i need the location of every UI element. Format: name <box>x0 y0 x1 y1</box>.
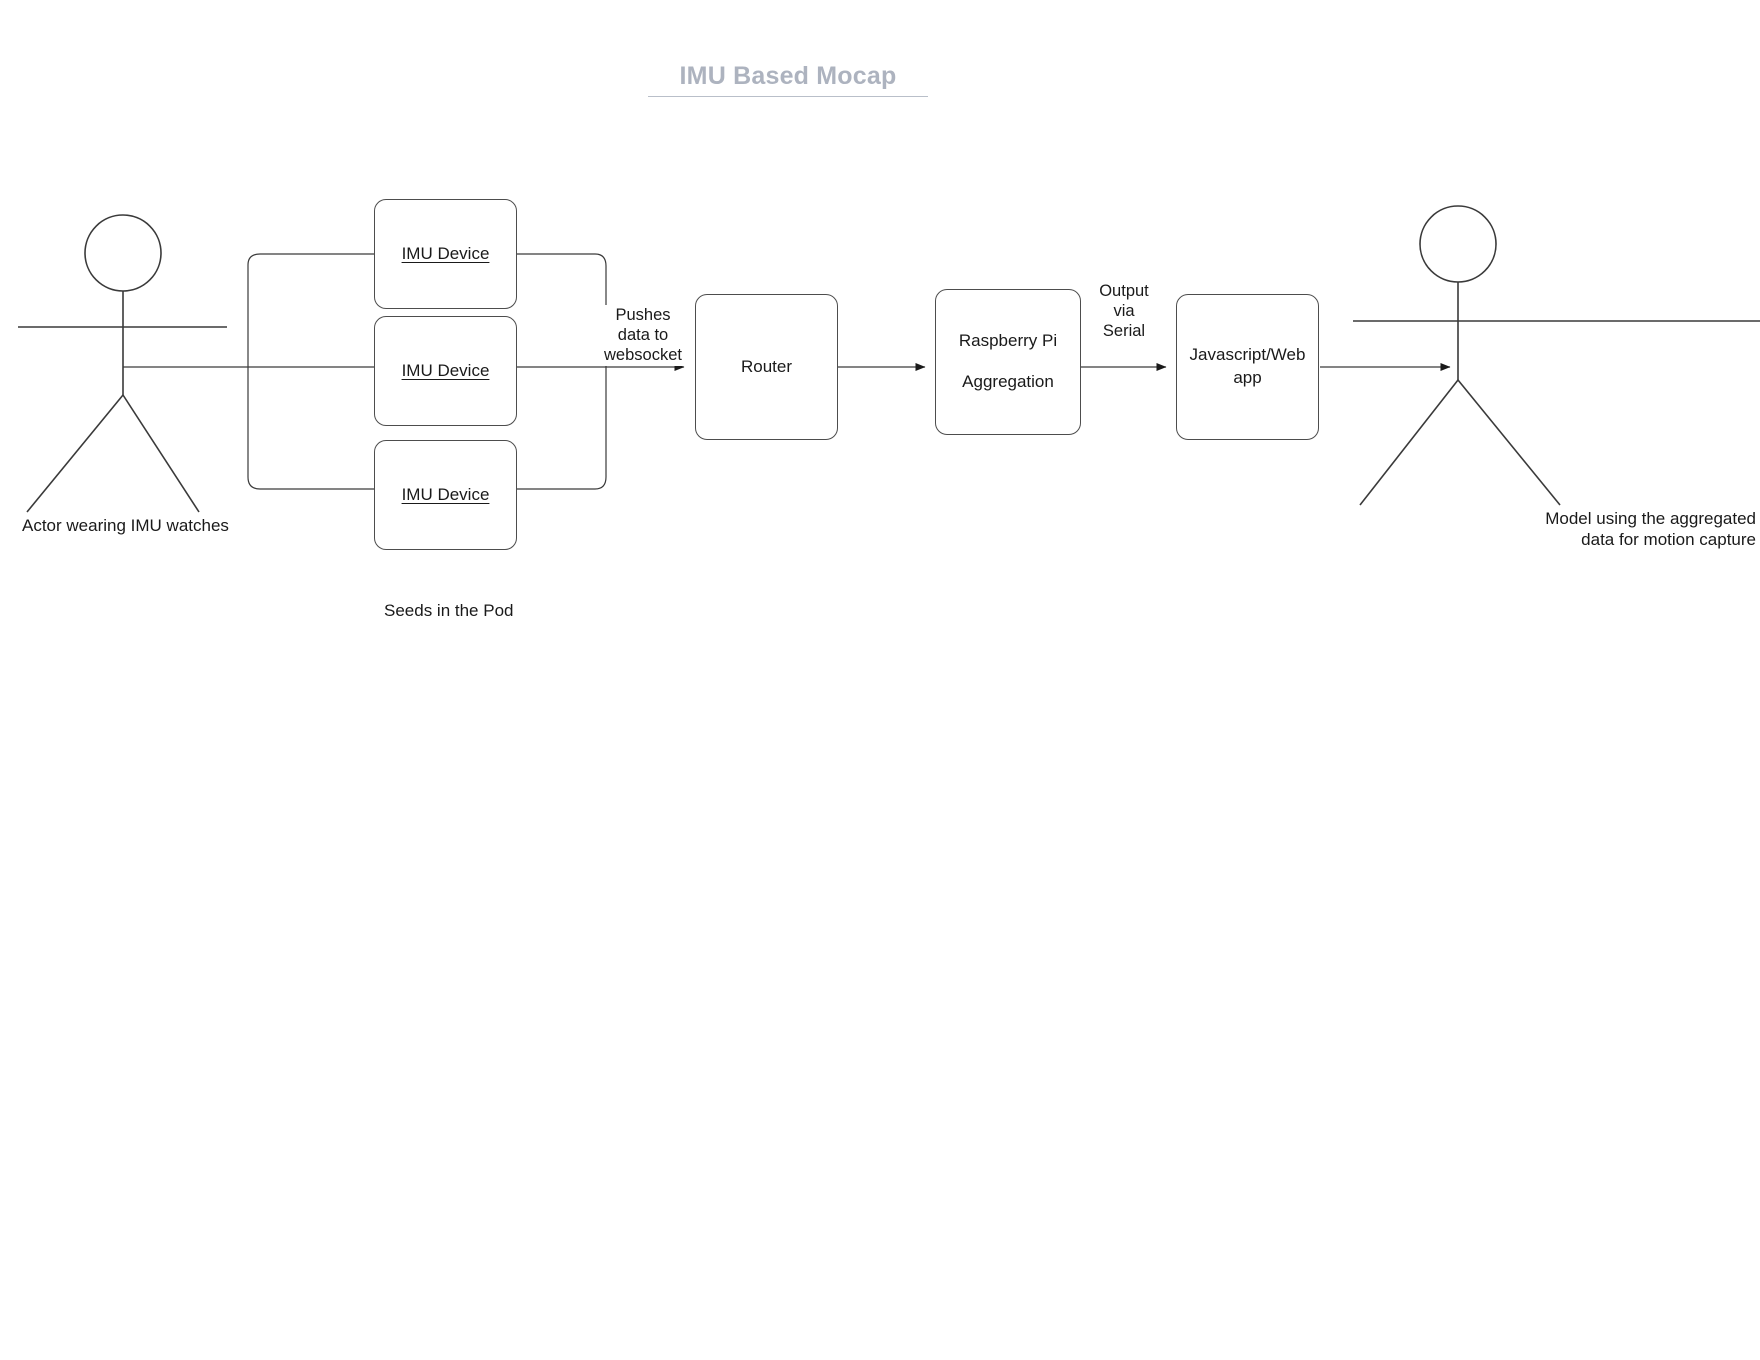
title-underline <box>648 96 928 97</box>
imu-to-router-connectors <box>517 253 685 490</box>
node-label: IMU Device <box>401 484 490 504</box>
node-label: Router <box>740 356 793 376</box>
node-imu-device-1[interactable]: IMU Device <box>374 199 517 309</box>
edge-label-serial: Output via Serial <box>1083 281 1165 343</box>
actor-to-imu-connectors <box>123 253 374 490</box>
actor-stick-figure-left <box>18 214 227 513</box>
node-label-line2: Aggregation <box>962 372 1054 391</box>
node-label: IMU Device <box>401 360 490 380</box>
node-router[interactable]: Router <box>695 294 838 440</box>
caption-model: Model using the aggregated data for moti… <box>1545 509 1756 550</box>
node-raspberry-pi[interactable]: Raspberry Pi Aggregation <box>935 289 1081 435</box>
page-title: IMU Based Mocap <box>679 62 897 90</box>
node-javascript-web-app[interactable]: Javascript/Web app <box>1176 294 1319 440</box>
caption-actor: Actor wearing IMU watches <box>22 516 229 535</box>
node-label-line1: Raspberry Pi <box>958 331 1058 351</box>
node-label: IMU Device <box>401 243 490 263</box>
edge-label-websocket: Pushes data to websocket <box>600 305 686 367</box>
caption-seeds-in-the-pod: Seeds in the Pod <box>384 601 514 620</box>
node-label: Javascript/Web app <box>1189 345 1306 387</box>
node-imu-device-3[interactable]: IMU Device <box>374 440 517 550</box>
node-imu-device-2[interactable]: IMU Device <box>374 316 517 426</box>
model-stick-figure-right <box>1353 205 1760 506</box>
